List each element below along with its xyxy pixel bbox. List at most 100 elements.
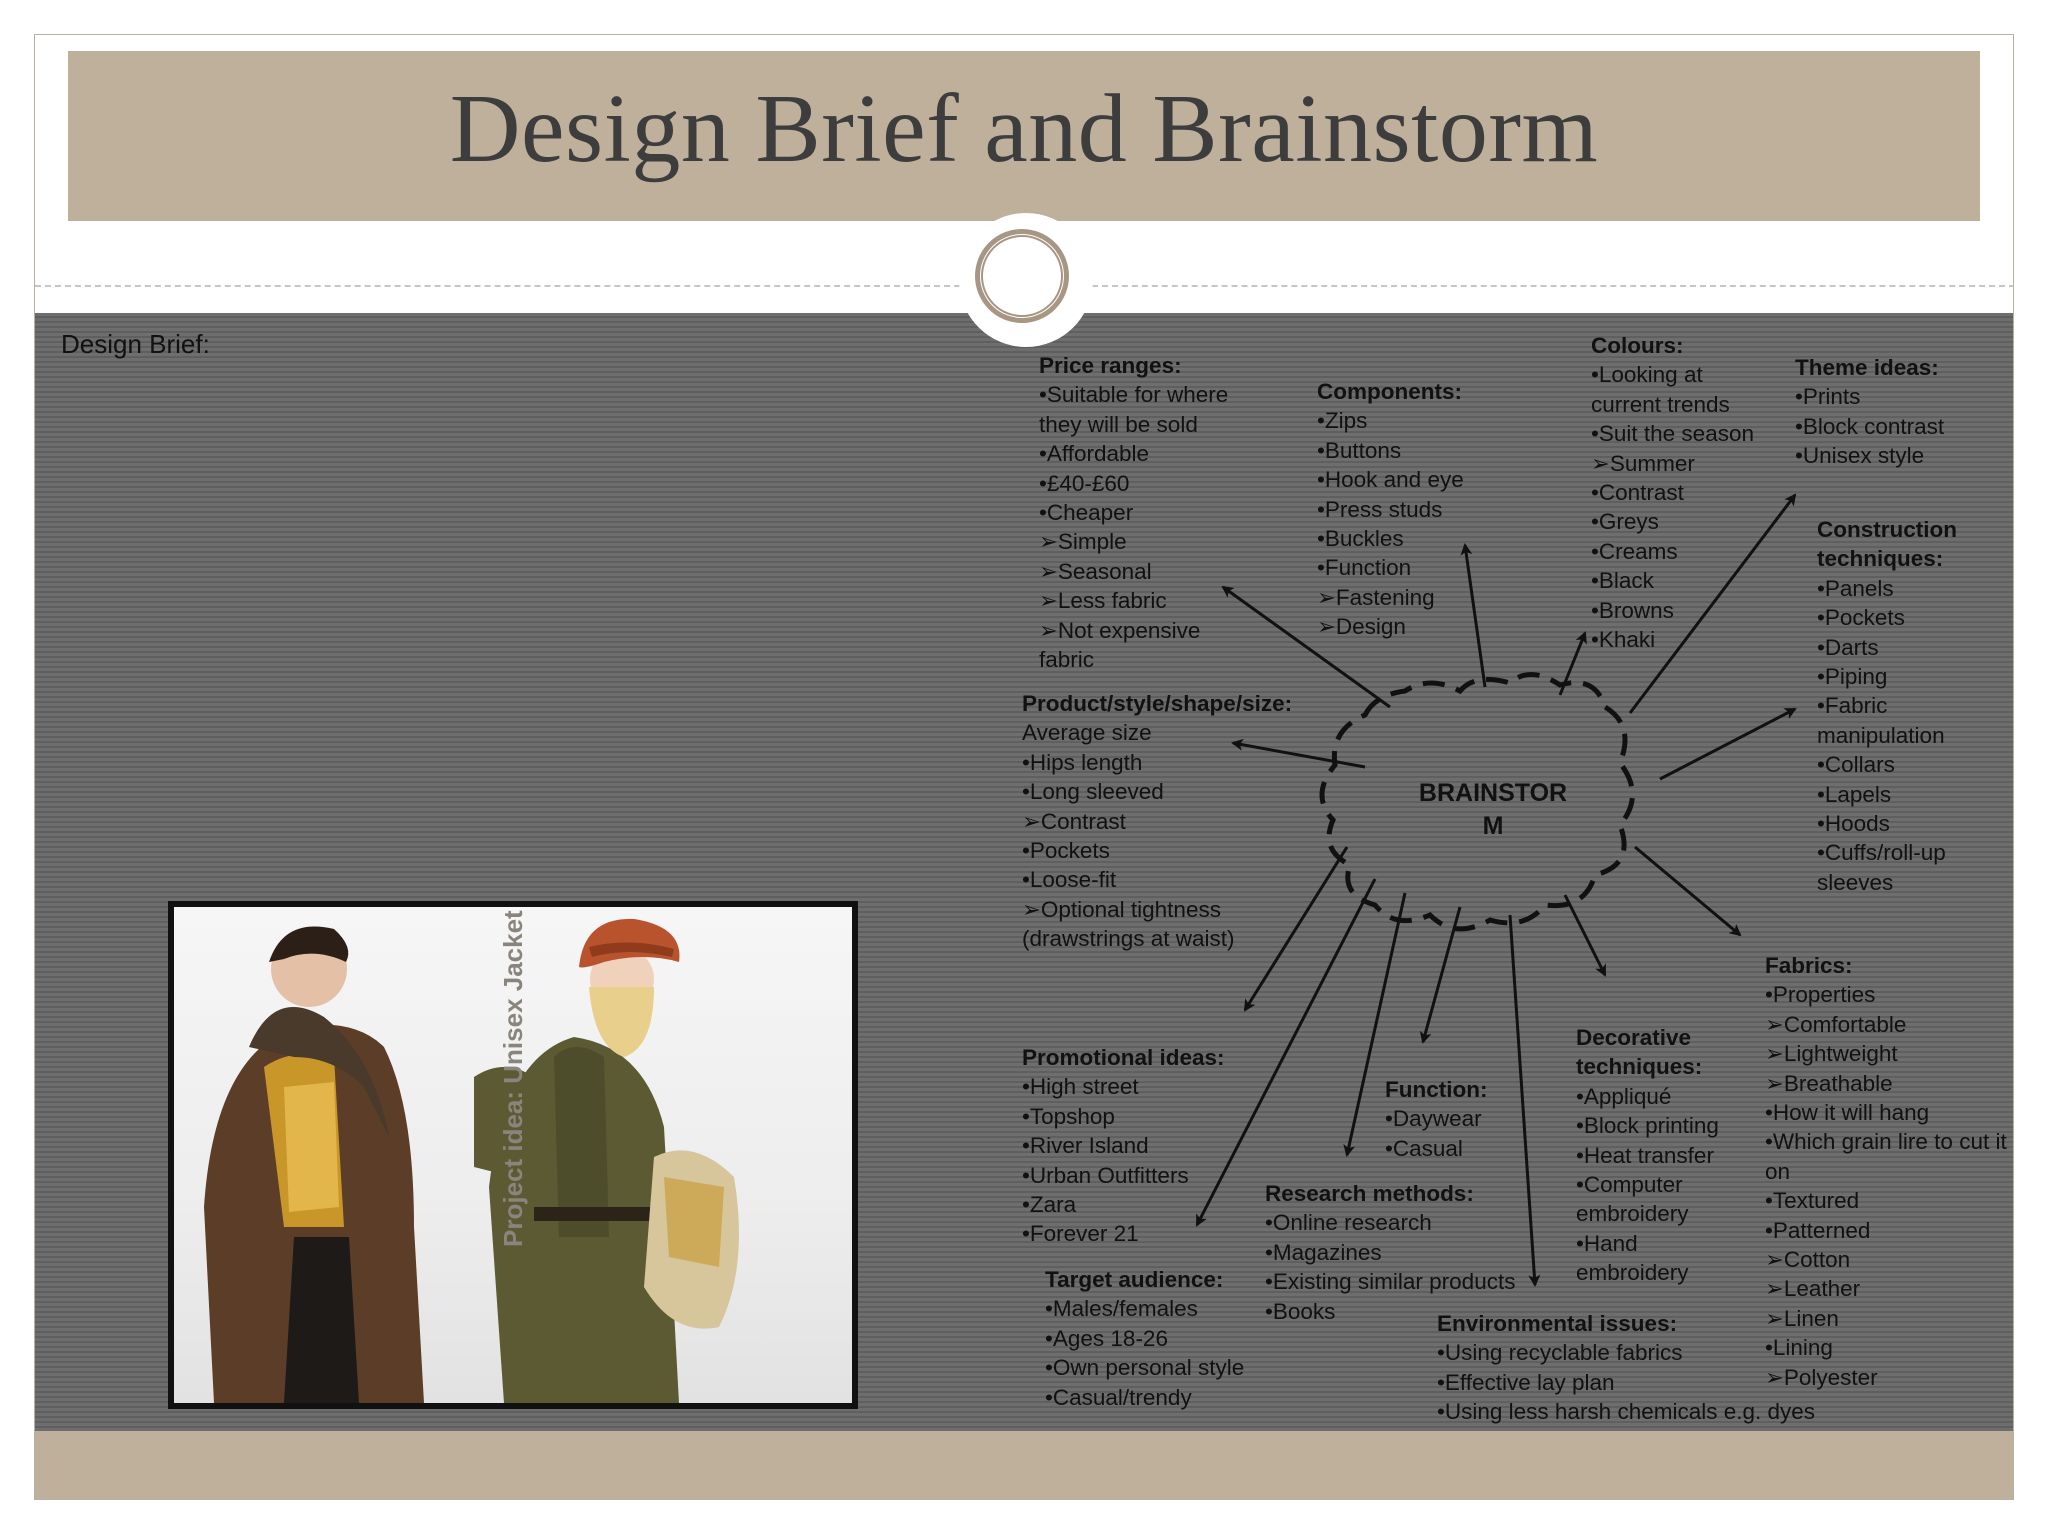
research-heading: Research methods: xyxy=(1265,1181,1474,1206)
list-item: current trends xyxy=(1591,391,1730,417)
list-item: ➢Lightweight xyxy=(1765,1041,1898,1067)
list-item: •£40-£60 xyxy=(1039,470,1130,496)
theme-ideas-block: Theme ideas: •Prints •Block contrast •Un… xyxy=(1795,353,1944,471)
list-item: ➢Not expensive xyxy=(1039,617,1201,643)
list-item: •Computer xyxy=(1576,1172,1683,1198)
list-item: •Function xyxy=(1317,555,1412,581)
brainstorm-cloud-icon xyxy=(1319,672,1635,932)
list-item: sleeves xyxy=(1817,869,1894,895)
price-ranges-heading: Price ranges: xyxy=(1039,353,1182,378)
list-item: on xyxy=(1765,1158,1791,1184)
brainstorm-diagram: BRAINSTOR M xyxy=(1195,493,1797,1287)
list-item: embroidery xyxy=(1576,1260,1689,1286)
list-item: •Hand xyxy=(1576,1230,1638,1256)
content-area xyxy=(35,313,2013,1431)
function-heading: Function: xyxy=(1385,1077,1488,1102)
list-item: manipulation xyxy=(1817,722,1945,748)
list-item: •Lining xyxy=(1765,1335,1833,1361)
list-item: •Suitable for where xyxy=(1039,382,1229,408)
list-item: •Topshop xyxy=(1022,1103,1115,1129)
product-block: Product/style/shape/size: Average size •… xyxy=(1022,689,1292,954)
list-item: ➢Design xyxy=(1317,614,1406,640)
list-item: •Males/females xyxy=(1045,1296,1198,1322)
list-item: •Contrast xyxy=(1591,480,1684,506)
list-item: •Long sleeved xyxy=(1022,779,1164,805)
list-item: •Textured xyxy=(1765,1188,1860,1214)
list-item: they will be sold xyxy=(1039,411,1198,437)
list-item: •Pockets xyxy=(1817,605,1905,631)
bottom-band xyxy=(35,1431,2013,1499)
female-model-figure xyxy=(474,918,739,1403)
colours-heading: Colours: xyxy=(1591,333,1684,358)
list-item: •Black xyxy=(1591,568,1654,594)
construction-heading-1: Construction xyxy=(1817,517,1957,542)
list-item: •Using less harsh chemicals e.g. dyes xyxy=(1437,1399,1816,1425)
brainstorm-arrows xyxy=(1195,493,1797,1287)
list-item: ➢Polyester xyxy=(1765,1364,1878,1390)
list-item: •Own personal style xyxy=(1045,1355,1245,1381)
list-item: •Zara xyxy=(1022,1192,1077,1218)
environmental-heading: Environmental issues: xyxy=(1437,1311,1678,1336)
list-item: (drawstrings at waist) xyxy=(1022,926,1235,952)
list-item: •Press studs xyxy=(1317,496,1443,522)
fabrics-heading: Fabrics: xyxy=(1765,953,1853,978)
list-item: fabric xyxy=(1039,647,1095,673)
list-item: •Which grain lire to cut it xyxy=(1765,1129,2007,1155)
list-item: ➢Breathable xyxy=(1765,1070,1893,1096)
list-item: •Magazines xyxy=(1265,1239,1382,1265)
list-item: ➢Comfortable xyxy=(1765,1011,1907,1037)
brainstorm-center-line2: M xyxy=(1483,812,1504,840)
decorative-heading-1: Decorative xyxy=(1576,1025,1692,1050)
target-block: Target audience: •Males/females •Ages 18… xyxy=(1045,1265,1244,1412)
models-photo xyxy=(168,901,858,1409)
list-item: Average size xyxy=(1022,720,1152,746)
list-item: •Greys xyxy=(1591,509,1659,535)
list-item: •Existing similar products xyxy=(1265,1269,1516,1295)
list-item: •Creams xyxy=(1591,538,1678,564)
list-item: •Block contrast xyxy=(1795,413,1945,439)
models-illustration xyxy=(204,918,739,1403)
colours-block: Colours: •Looking at current trends •Sui… xyxy=(1591,331,1754,654)
list-item: •Daywear xyxy=(1385,1106,1482,1132)
list-item: •Affordable xyxy=(1039,441,1150,467)
components-heading: Components: xyxy=(1317,379,1462,404)
list-item: •Block printing xyxy=(1576,1113,1719,1139)
list-item: •High street xyxy=(1022,1074,1139,1100)
construction-block: Construction techniques: •Panels •Pocket… xyxy=(1817,515,1957,897)
decorative-block: Decorative techniques: •Appliqué •Block … xyxy=(1576,1023,1719,1288)
list-item: •Buckles xyxy=(1317,526,1404,552)
list-item: ➢Simple xyxy=(1039,529,1127,555)
list-item: •Prints xyxy=(1795,384,1861,410)
components-block: Components: •Zips •Buttons •Hook and eye… xyxy=(1317,377,1464,642)
list-item: •Lapels xyxy=(1817,781,1892,807)
list-item: ➢Leather xyxy=(1765,1276,1861,1302)
list-item: •Online research xyxy=(1265,1210,1432,1236)
list-item: •How it will hang xyxy=(1765,1100,1930,1126)
design-brief-label: Design Brief: xyxy=(61,329,210,359)
list-item: •Casual/trendy xyxy=(1045,1384,1192,1410)
list-item: •Patterned xyxy=(1765,1217,1871,1243)
ring-inner-icon xyxy=(981,235,1063,317)
list-item: •Darts xyxy=(1817,634,1879,660)
function-block: Function: •Daywear •Casual xyxy=(1385,1075,1487,1163)
list-item: •River Island xyxy=(1022,1133,1149,1159)
list-item: •Zips xyxy=(1317,408,1368,434)
list-item: •Piping xyxy=(1817,664,1888,690)
list-item: ➢Seasonal xyxy=(1039,558,1152,584)
fabrics-block: Fabrics: •Properties ➢Comfortable ➢Light… xyxy=(1765,951,2007,1392)
product-heading: Product/style/shape/size: xyxy=(1022,691,1293,716)
list-item: •Hook and eye xyxy=(1317,467,1464,493)
list-item: •Collars xyxy=(1817,752,1895,778)
promotional-heading: Promotional ideas: xyxy=(1022,1045,1225,1070)
divider-left xyxy=(35,285,960,287)
construction-heading-2: techniques: xyxy=(1817,546,1944,572)
list-item: •Properties xyxy=(1765,982,1876,1008)
price-ranges-block: Price ranges: •Suitable for where they w… xyxy=(1039,351,1228,674)
list-item: •Suit the season xyxy=(1591,421,1754,447)
project-idea-label: Project idea: Unisex Jacket xyxy=(498,910,528,1247)
promotional-block: Promotional ideas: •High street •Topshop… xyxy=(1022,1043,1225,1249)
list-item: ➢Summer xyxy=(1591,450,1695,476)
list-item: •Heat transfer xyxy=(1576,1142,1714,1168)
list-item: •Effective lay plan xyxy=(1437,1369,1615,1395)
list-item: •Casual xyxy=(1385,1135,1463,1161)
